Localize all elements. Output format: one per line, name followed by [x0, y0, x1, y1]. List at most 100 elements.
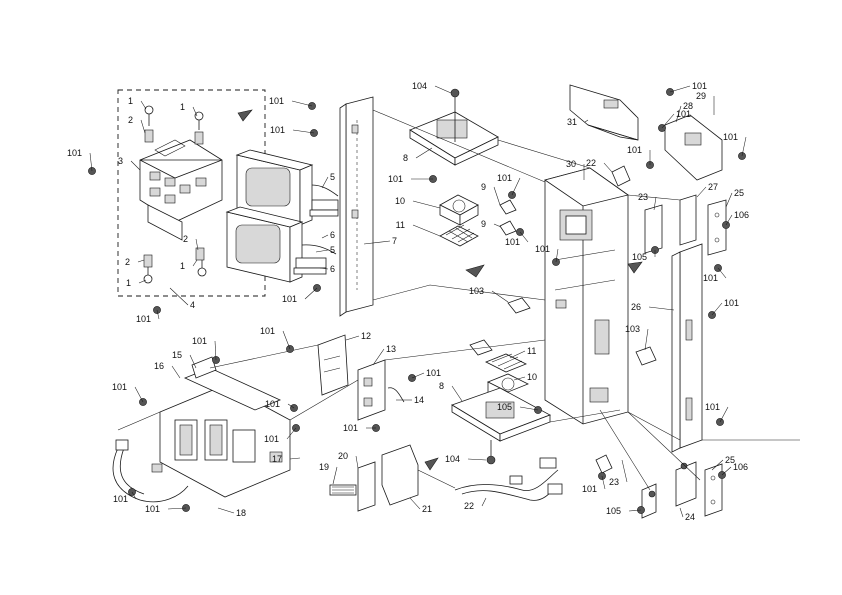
leader-line: [134, 386, 144, 403]
callout-number: 20: [338, 451, 348, 461]
board-13-part: [357, 359, 386, 421]
callout-number: 1: [180, 102, 185, 112]
callout-number: 101: [582, 484, 597, 494]
callout-number: 2: [125, 257, 130, 267]
hdd-unit-group: [117, 89, 339, 297]
callout-number: 105: [497, 402, 512, 412]
callout-number: 101: [67, 148, 82, 158]
leader-line: [513, 376, 526, 381]
leader-line: [509, 350, 526, 359]
tray-lower-part: [451, 387, 551, 442]
rail-part: [339, 96, 374, 317]
leader-line: [321, 234, 329, 239]
callout-number: 24: [685, 512, 695, 522]
arrow-icon: [237, 109, 253, 122]
leader-line: [648, 306, 675, 311]
callout-number: 8: [403, 153, 408, 163]
hdd-bracket-part: [139, 139, 223, 241]
leader-line: [192, 106, 198, 117]
leader-line: [434, 85, 452, 94]
leader-line: [140, 100, 147, 110]
leader-line: [319, 267, 329, 270]
leader-line: [644, 328, 649, 351]
callout-number: 10: [527, 372, 537, 382]
callout-number: 101: [270, 125, 285, 135]
leader-line: [321, 176, 329, 189]
callout-number: 101: [535, 244, 550, 254]
callout-number: 14: [414, 395, 424, 405]
callout-number: 1: [126, 278, 131, 288]
callout-number: 101: [676, 109, 691, 119]
callout-number: 4: [190, 300, 195, 310]
callout-number: 23: [609, 477, 619, 487]
leader-line: [195, 238, 199, 251]
callout-number: 101: [497, 173, 512, 183]
leader-line: [451, 385, 463, 402]
callout-number: 106: [733, 462, 748, 472]
bracket-27-part: [679, 194, 697, 246]
callout-number: 5: [330, 245, 335, 255]
callout-number: 103: [469, 286, 484, 296]
leader-line: [156, 309, 160, 320]
callout-number: 22: [464, 501, 474, 511]
callout-number: 101: [282, 294, 297, 304]
fan-grille-part: [439, 224, 479, 247]
callout-number: 101: [627, 145, 642, 155]
fan-clips-part: [499, 199, 517, 236]
leader-line: [171, 365, 181, 379]
leader-line: [493, 223, 502, 228]
bracket-20-part: [381, 444, 439, 506]
leader-line: [192, 259, 198, 267]
leader-line: [287, 403, 295, 409]
alignment-lines: [117, 109, 800, 491]
callout-number: 19: [319, 462, 329, 472]
callout-number: 11: [527, 346, 536, 356]
leader-line: [717, 267, 727, 279]
callout-number: 101: [136, 314, 151, 324]
leader-line: [131, 491, 137, 500]
leader-line: [372, 348, 385, 366]
leader-line: [679, 507, 684, 518]
leader-line: [214, 340, 217, 361]
leader-line: [603, 162, 613, 173]
bracket-23-part: [644, 204, 663, 254]
leader-line: [89, 152, 93, 172]
leader-line: [304, 287, 318, 300]
leader-line: [332, 466, 338, 485]
leader-line: [696, 186, 707, 198]
clip-103-part: [469, 297, 657, 366]
leader-line: [711, 302, 723, 316]
callout-number: 12: [361, 331, 371, 341]
callout-number: 25: [734, 188, 744, 198]
leader-line: [137, 259, 145, 263]
callout-number: 101: [426, 368, 441, 378]
callout-number: 29: [696, 91, 706, 101]
callout-number: 23: [638, 192, 648, 202]
leader-line: [491, 290, 509, 303]
callout-number: 9: [481, 182, 486, 192]
callout-number: 101: [388, 174, 403, 184]
cable-21-part: [454, 457, 563, 501]
leader-line: [315, 249, 329, 253]
callout-number: 15: [172, 350, 182, 360]
callout-number: 8: [439, 381, 444, 391]
callout-number: 101: [723, 132, 738, 142]
callout-number: 101: [269, 96, 284, 106]
leader-line: [415, 147, 433, 159]
hard-disk-drive-part: [225, 149, 314, 283]
callout-number: 101: [703, 273, 718, 283]
cable-18-part: [329, 484, 357, 496]
leader-line: [481, 497, 487, 507]
leader-line: [719, 406, 729, 423]
leader-line: [412, 224, 441, 237]
leader-line: [409, 497, 421, 510]
callout-number: 25: [725, 455, 735, 465]
bracket-28-part: [664, 114, 723, 181]
callout-number: 21: [422, 504, 432, 514]
top-bracket-part: [569, 84, 639, 141]
leader-line: [725, 214, 733, 226]
callout-number: 13: [386, 344, 396, 354]
callout-number: 101: [113, 494, 128, 504]
callout-number: 101: [505, 237, 520, 247]
